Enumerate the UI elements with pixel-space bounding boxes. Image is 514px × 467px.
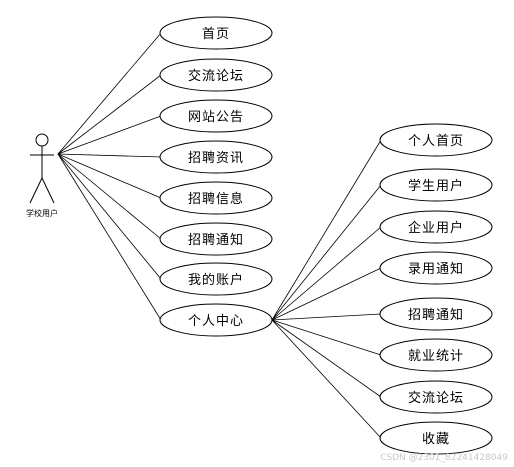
use-case-right-2-label: 企业用户: [408, 220, 464, 236]
use-case-right-5: 就业统计: [379, 338, 493, 372]
hub-connector-0: [271, 139, 382, 321]
use-case-left-1: 交流论坛: [159, 58, 273, 92]
use-case-left-4-label: 招聘信息: [188, 191, 244, 207]
use-case-right-5-ellipse: [379, 338, 493, 372]
actor-connector-6: [57, 153, 162, 280]
use-case-left-5-ellipse: [159, 222, 273, 256]
actor-school-user: 学校用户: [26, 133, 58, 218]
use-case-right-3: 录用通知: [379, 251, 493, 285]
use-case-left-1-ellipse: [159, 58, 273, 92]
use-case-right-7-label: 收藏: [422, 432, 450, 447]
use-case-right-4-label: 招聘通知: [408, 307, 464, 323]
use-case-left-1-label: 交流论坛: [188, 68, 244, 84]
use-case-left-6-ellipse: [159, 262, 273, 296]
hub-connector-2: [271, 226, 382, 321]
use-case-left-7-ellipse: [159, 303, 273, 337]
use-case-left-4: 招聘信息: [159, 181, 273, 215]
use-case-right-4: 招聘通知: [379, 297, 493, 331]
use-case-left-3-ellipse: [159, 140, 273, 174]
use-case-left-0-ellipse: [159, 16, 273, 50]
use-case-right-1: 学生用户: [379, 168, 493, 202]
use-case-left-0-label: 首页: [202, 27, 230, 42]
connector-lines: [57, 32, 382, 439]
hub-connector-4: [271, 313, 382, 321]
use-case-left-6: 我的账户: [159, 262, 273, 296]
use-case-right-3-label: 录用通知: [408, 261, 464, 277]
actor-connector-5: [57, 153, 162, 240]
use-case-left-2-label: 网站公告: [188, 110, 244, 125]
use-case-right-2: 企业用户: [379, 210, 493, 244]
use-case-left-4-ellipse: [159, 181, 273, 215]
use-case-left-5-label: 招聘通知: [188, 232, 244, 248]
use-case-right-7: 收藏: [379, 421, 493, 455]
actor-head: [35, 133, 49, 147]
use-case-left-2-ellipse: [159, 99, 273, 133]
actor-connector-2: [57, 115, 162, 155]
actor-left-leg: [29, 177, 43, 204]
use-case-right-6-ellipse: [379, 380, 493, 414]
use-case-left-6-label: 我的账户: [188, 272, 244, 288]
use-case-right-6-label: 交流论坛: [408, 390, 464, 406]
use-case-right-5-label: 就业统计: [408, 349, 464, 364]
use-case-right-0-label: 个人首页: [408, 134, 464, 149]
hub-connector-5: [271, 319, 382, 356]
use-case-right-1-label: 学生用户: [408, 178, 464, 194]
actor-connector-1: [57, 74, 162, 155]
use-case-right-1-ellipse: [379, 168, 493, 202]
actor-connector-4: [57, 153, 162, 199]
use-case-left-5: 招聘通知: [159, 222, 273, 256]
use-case-right-0: 个人首页: [379, 123, 493, 157]
actor-connector-7: [57, 153, 162, 321]
use-case-right-7-ellipse: [379, 421, 493, 455]
hub-connector-3: [271, 267, 382, 321]
use-case-right-4-ellipse: [379, 297, 493, 331]
use-case-left-0: 首页: [159, 16, 273, 50]
hub-connector-6: [271, 319, 382, 398]
hub-connector-1: [271, 184, 382, 321]
use-case-left-7: 个人中心: [159, 303, 273, 337]
use-case-left-3: 招聘资讯: [159, 140, 273, 174]
use-case-left-2: 网站公告: [159, 99, 273, 133]
actor-connector-0: [57, 32, 162, 155]
use-case-right-2-ellipse: [379, 210, 493, 244]
actor-label: 学校用户: [26, 208, 58, 218]
use-case-right-6: 交流论坛: [379, 380, 493, 414]
actor-right-leg: [41, 177, 55, 204]
watermark-text: CSDN @2301_82241428049: [380, 453, 508, 463]
actor-connector-3: [57, 153, 162, 158]
use-case-left-7-label: 个人中心: [188, 314, 244, 329]
hub-connector-7: [271, 319, 382, 439]
use-case-right-3-ellipse: [379, 251, 493, 285]
use-case-right-0-ellipse: [379, 123, 493, 157]
use-case-left-3-label: 招聘资讯: [188, 151, 244, 166]
